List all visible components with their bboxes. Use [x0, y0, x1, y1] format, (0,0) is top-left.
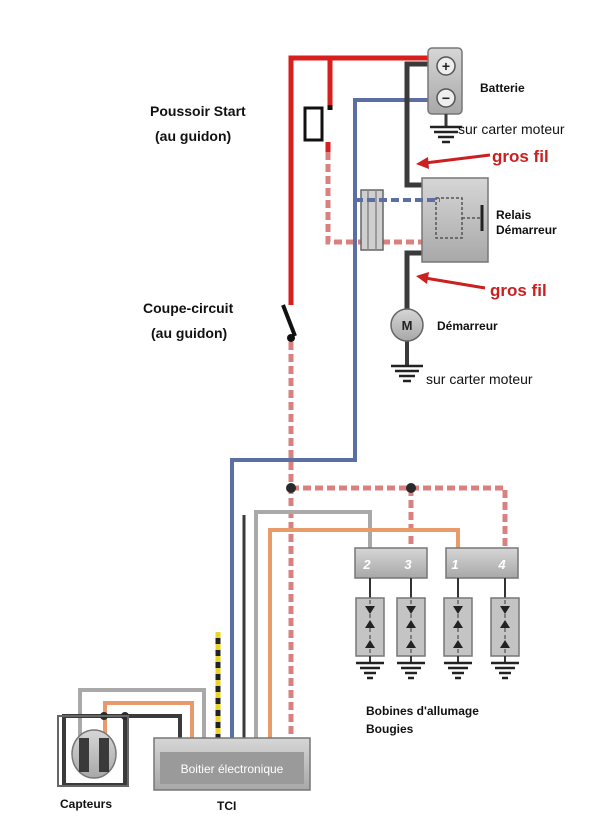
coil-number-4: 4 [497, 557, 506, 572]
start-button-symbol [303, 105, 333, 142]
thick-battery-relay-wire [404, 61, 446, 365]
thick-wire-label-1: gros fil [492, 147, 549, 166]
sensor-wires [62, 688, 206, 787]
ignition-coil-4 [490, 578, 520, 680]
kill-switch-label-2: (au guidon) [151, 325, 227, 341]
coil-number-2: 2 [362, 557, 371, 572]
thick-wire-label-2: gros fil [490, 281, 547, 300]
coils-label-1: Bobines d'allumage [366, 704, 479, 718]
coil-connector-right [445, 547, 519, 579]
battery-minus-sign: − [442, 90, 450, 106]
sensors-label: Capteurs [60, 797, 112, 811]
kill-switch-symbol [281, 304, 297, 342]
battery-ground-symbol [430, 125, 462, 144]
starter-motor: M [390, 308, 424, 342]
sensors [57, 715, 129, 787]
battery-ground-label: sur carter moteur [458, 121, 565, 137]
battery: + − [427, 47, 463, 126]
kill-switch-label-1: Coupe-circuit [143, 300, 234, 316]
relay-label-2: Démarreur [496, 223, 557, 237]
ignition-coil-3 [396, 578, 426, 680]
wire-connector [355, 189, 440, 251]
battery-plus-terminal [436, 56, 456, 76]
tci-box-label: Boitier électronique [181, 762, 284, 776]
coil-number-3: 3 [404, 557, 412, 572]
blue-wire [230, 98, 435, 740]
starter-motor-label: Démarreur [437, 319, 498, 333]
battery-label: Batterie [480, 81, 525, 95]
coil-trigger-wires [242, 510, 460, 740]
battery-minus-terminal [436, 88, 456, 108]
coils-label-2: Bougies [366, 722, 414, 736]
starter-ground-label: sur carter moteur [426, 371, 533, 387]
starter-relay [421, 177, 489, 263]
ignition-coil-1 [443, 578, 473, 680]
arrow-thick-wire-2 [416, 272, 486, 290]
relay-label-1: Relais [496, 208, 532, 222]
battery-plus-sign: + [442, 58, 450, 74]
start-button-label-2: (au guidon) [155, 128, 231, 144]
start-button-label-1: Poussoir Start [150, 103, 246, 119]
coil-connector-left [354, 547, 428, 579]
red-power-wire [288, 55, 446, 305]
motor-symbol: M [402, 318, 413, 333]
starter-ground-symbol [391, 364, 423, 383]
kill-switch-to-coils-wire [286, 342, 508, 740]
tci-box: Boitier électronique [153, 737, 311, 791]
ignition-coil-2 [355, 578, 385, 680]
tci-label: TCI [217, 799, 236, 813]
coil-number-1: 1 [451, 557, 458, 572]
arrow-thick-wire-1 [416, 153, 491, 169]
